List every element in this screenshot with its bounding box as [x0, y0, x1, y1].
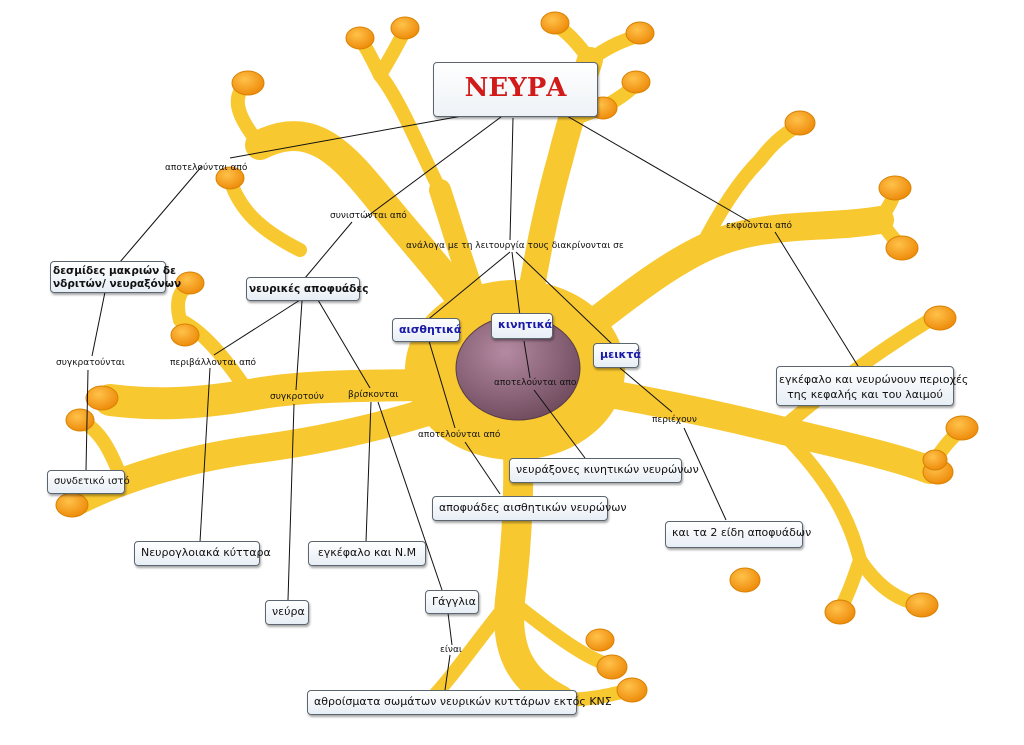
- node-apofyades-aisthitikon[interactable]: αποφυάδες αισθητικών νευρώνων: [432, 496, 627, 521]
- node-kai-ta-2[interactable]: και τα 2 είδη αποφυάδων: [665, 521, 811, 548]
- link-periballontai: περιβάλλονται από: [170, 358, 257, 368]
- node-egkefalo-laimo-line2: της κεφαλής και του λαιμού: [787, 388, 943, 401]
- link-sygkrotoyn: συγκροτούν: [270, 392, 324, 402]
- node-egkefalo-laimo-line1: εγκέφαλο και νευρώνουν περιοχές: [779, 373, 969, 386]
- link-ekfyontai: εκφύονται από: [726, 221, 792, 231]
- link-analoga: ανάλογα με τη λειτουργία τους διακρίνοντ…: [406, 241, 624, 251]
- link-synistontai: συνιστώνται από: [330, 211, 407, 221]
- node-neyrogliaka[interactable]: Νευρογλοιακά κύτταρα: [134, 541, 271, 566]
- link-periexoyn: περιέχουν: [652, 415, 697, 425]
- node-desmides[interactable]: δεσμίδες μακριών δε νδριτών/ νευραξόνων: [50, 261, 182, 293]
- link-sygkratoyntai: συγκρατούνται: [56, 358, 125, 368]
- node-egkefalo-nm[interactable]: εγκέφαλο και Ν.Μ: [308, 541, 426, 566]
- node-aisthitika[interactable]: αισθητικά: [392, 318, 461, 342]
- node-neyra[interactable]: νεύρα: [265, 600, 309, 625]
- node-syndetiko-isto[interactable]: συνδετικό ιστό: [47, 470, 130, 494]
- link-apoteloyntai-3: αποτελούνται απο: [494, 378, 577, 388]
- link-apoteloyntai-1: αποτελούνται από: [165, 163, 248, 173]
- node-kinitika[interactable]: κινητικά: [491, 313, 553, 339]
- link-apoteloyntai-2: αποτελούνται από: [418, 430, 501, 440]
- node-meikta[interactable]: μεικτά: [593, 343, 641, 368]
- dendrite-terminals: [55, 11, 979, 715]
- connector-lines: [85, 111, 859, 691]
- link-vriskontai: βρίσκονται: [348, 390, 399, 400]
- node-desmides-line2: νδριτών/ νευραξόνων: [53, 278, 182, 290]
- node-athroismata[interactable]: αθροίσματα σωμάτων νευρικών κυττάρων εκτ…: [307, 690, 612, 715]
- node-egkefalo-laimo[interactable]: εγκέφαλο και νευρώνουν περιοχές της κεφα…: [776, 366, 969, 406]
- title-node[interactable]: ΝΕΥΡΑ: [433, 62, 598, 117]
- node-desmides-line1: δεσμίδες μακριών δε: [53, 265, 176, 277]
- link-einai: είναι: [440, 645, 462, 655]
- node-neyraxones[interactable]: νευράξονες κινητικών νευρώνων: [509, 458, 699, 483]
- node-neurikes-apofyades[interactable]: νευρικές αποφυάδες: [246, 277, 368, 301]
- node-gagglia[interactable]: Γάγγλια: [425, 590, 479, 614]
